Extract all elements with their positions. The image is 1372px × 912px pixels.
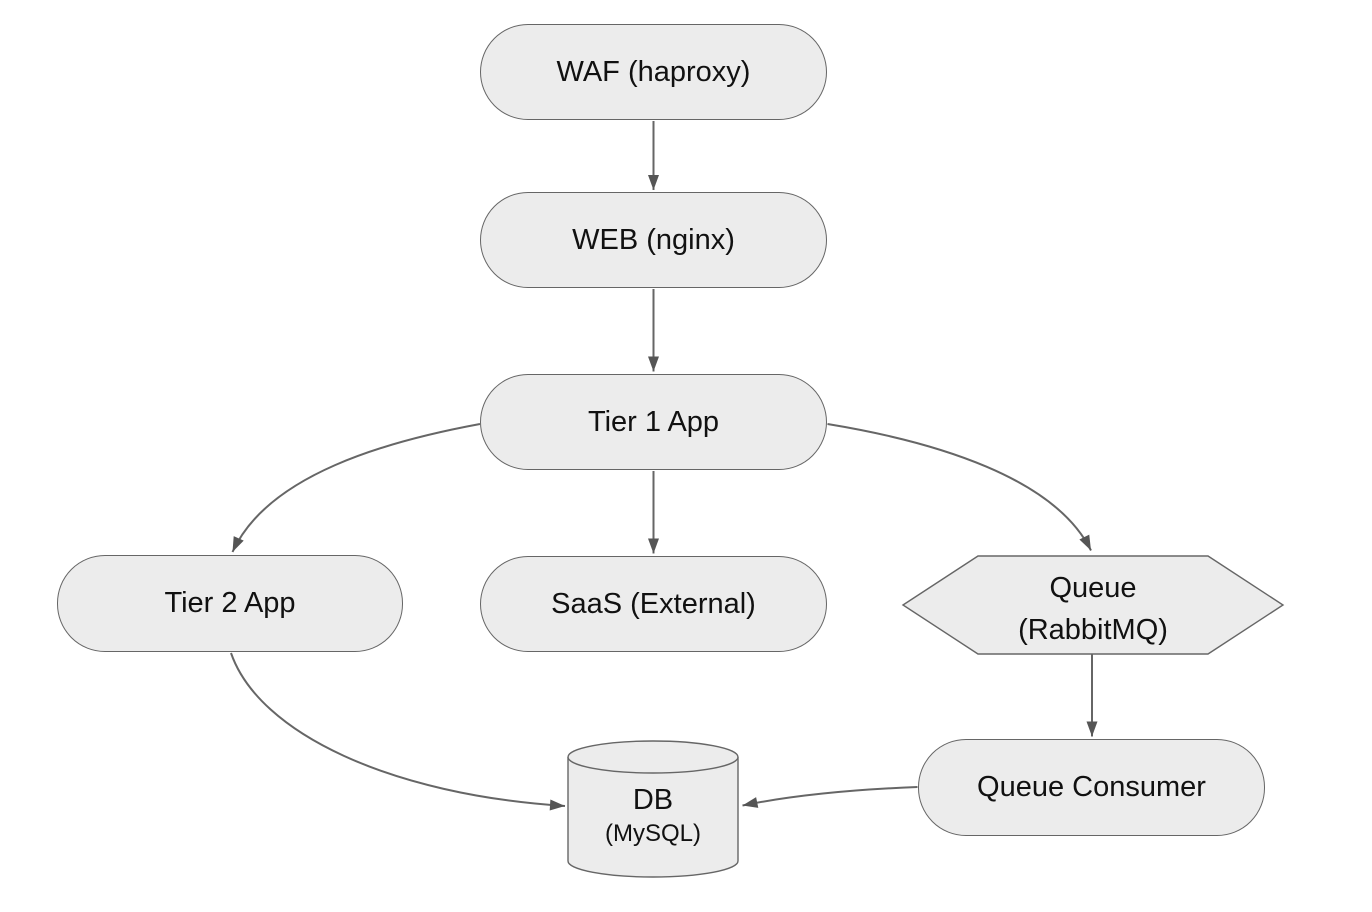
db-cylinder-body [567,757,739,878]
node-queue-consumer: Queue Consumer [918,739,1265,836]
node-consumer-label: Queue Consumer [977,771,1206,803]
db-cylinder-top [567,740,739,774]
queue-hexagon-shape [901,555,1285,655]
node-web: WEB (nginx) [480,192,827,288]
edge-tier2-db [230,652,566,811]
node-saas-label: SaaS (External) [551,587,756,620]
node-tier2-app: Tier 2 App [57,555,403,652]
node-waf-label: WAF (haproxy) [556,55,751,88]
node-web-label: WEB (nginx) [572,223,735,256]
node-waf: WAF (haproxy) [480,24,827,120]
edge-tier1-tier2 [231,423,481,553]
edge-consumer-db [742,786,918,808]
node-tier1-label: Tier 1 App [587,405,720,438]
node-tier1-app: Tier 1 App [480,374,827,470]
edge-tier1-queue [827,423,1092,551]
node-saas: SaaS (External) [480,556,827,652]
node-tier2-label: Tier 2 App [164,587,296,619]
